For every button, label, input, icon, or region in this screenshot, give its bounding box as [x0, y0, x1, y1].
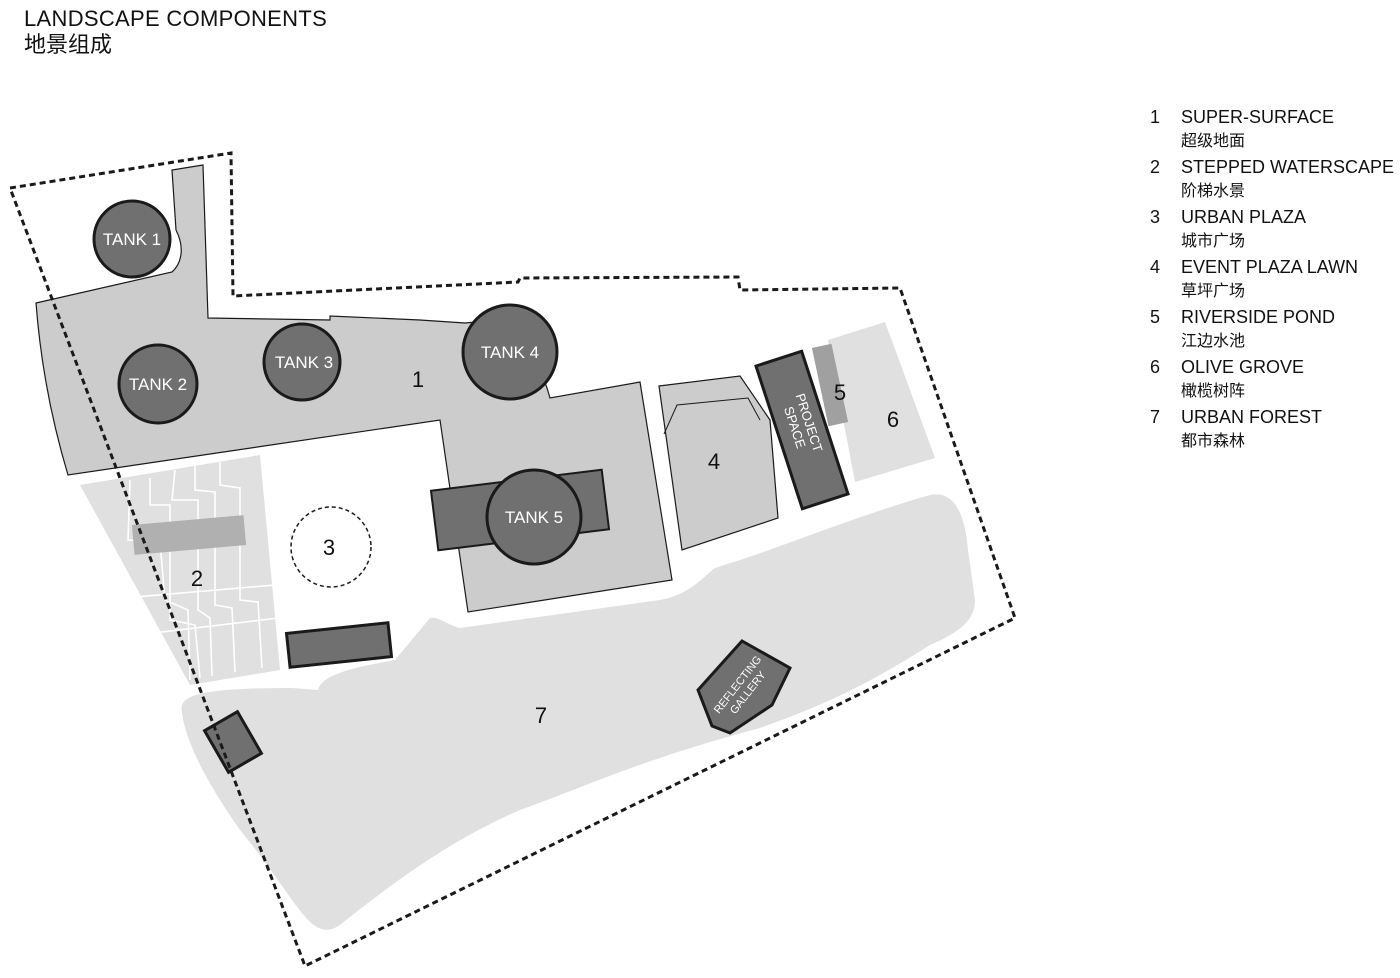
page-title-chinese: 地景组成 [24, 33, 113, 58]
tank-2-circle [117, 343, 199, 425]
tank-circles [92, 199, 583, 566]
tank-3-label: TANK 3 [275, 353, 333, 372]
zone-2-number: 2 [191, 566, 203, 591]
tank-1-label: TANK 1 [103, 230, 161, 249]
legend-item: 1 SUPER-SURFACE 超级地面 [1150, 106, 1400, 152]
tank-5-label: TANK 5 [505, 508, 563, 527]
legend-item: 2 STEPPED WATERSCAPE 阶梯水景 [1150, 156, 1400, 202]
legend-number: 7 [1150, 407, 1161, 427]
legend-item: 3 URBAN PLAZA 城市广场 [1150, 206, 1400, 252]
tank-4-label: TANK 4 [481, 343, 539, 362]
zone-stepped-waterscape [80, 455, 280, 685]
legend-label-zh: 都市森林 [1181, 431, 1246, 450]
zone-event-plaza-lawn [658, 375, 779, 551]
legend-label-en: OLIVE GROVE [1181, 357, 1305, 377]
legend: 1 SUPER-SURFACE 超级地面 2 STEPPED WATERSCAP… [1150, 106, 1400, 456]
zone-6-number: 6 [887, 407, 899, 432]
urban-plaza-circle [290, 506, 372, 588]
tank-2-label: TANK 2 [129, 375, 187, 394]
legend-label-en: SUPER-SURFACE [1181, 107, 1335, 127]
legend-item: 5 RIVERSIDE POND 江边水池 [1150, 306, 1400, 352]
zone-4-number: 4 [708, 449, 720, 474]
legend-label-en: RIVERSIDE POND [1181, 307, 1336, 327]
project-space-building [754, 349, 850, 511]
legend-label-zh: 江边水池 [1181, 331, 1246, 350]
legend-label-en: EVENT PLAZA LAWN [1181, 257, 1359, 277]
zone-urban-forest [181, 494, 975, 930]
page-title: LANDSCAPE COMPONENTS [24, 6, 328, 31]
title-block: LANDSCAPE COMPONENTS 地景组成 [24, 6, 327, 60]
building-plaza-south [284, 621, 394, 669]
lawn-inner-frame [663, 397, 761, 435]
zone-riverside-pond [811, 343, 849, 427]
zone-1-number: 1 [412, 367, 424, 392]
zone-7-number: 7 [535, 703, 547, 728]
legend-label-en: STEPPED WATERSCAPE [1181, 157, 1395, 177]
legend-label-zh: 超级地面 [1181, 131, 1246, 150]
legend-label-en: URBAN FOREST [1181, 407, 1323, 427]
legend-number: 1 [1150, 107, 1161, 127]
legend-label-zh: 城市广场 [1181, 231, 1246, 250]
legend-label-zh: 阶梯水景 [1181, 181, 1246, 200]
legend-number: 4 [1150, 257, 1161, 277]
tank-4-circle [461, 303, 559, 401]
legend-label-zh: 橄榄树阵 [1181, 381, 1246, 400]
zone-5-number: 5 [834, 380, 846, 405]
waterscape-pool [131, 515, 247, 555]
legend-number: 5 [1150, 307, 1161, 327]
building-forest-west [202, 709, 264, 775]
legend-number: 3 [1150, 207, 1161, 227]
legend-number: 6 [1150, 357, 1161, 377]
legend-label-en: URBAN PLAZA [1181, 207, 1307, 227]
tank-3-circle [262, 322, 342, 402]
legend-item: 6 OLIVE GROVE 橄榄树阵 [1150, 356, 1400, 402]
site-boundary [7, 151, 1017, 969]
tank-1-circle [92, 199, 172, 279]
legend-number: 2 [1150, 157, 1161, 177]
legend-item: 4 EVENT PLAZA LAWN 草坪广场 [1150, 256, 1400, 302]
legend-item: 7 URBAN FOREST 都市森林 [1150, 406, 1400, 452]
reflecting-gallery-building [696, 639, 792, 735]
zone-olive-grove [828, 322, 935, 482]
zone-3-number: 3 [323, 535, 335, 560]
tank-5-circle [485, 468, 583, 566]
legend-label-zh: 草坪广场 [1181, 281, 1246, 300]
